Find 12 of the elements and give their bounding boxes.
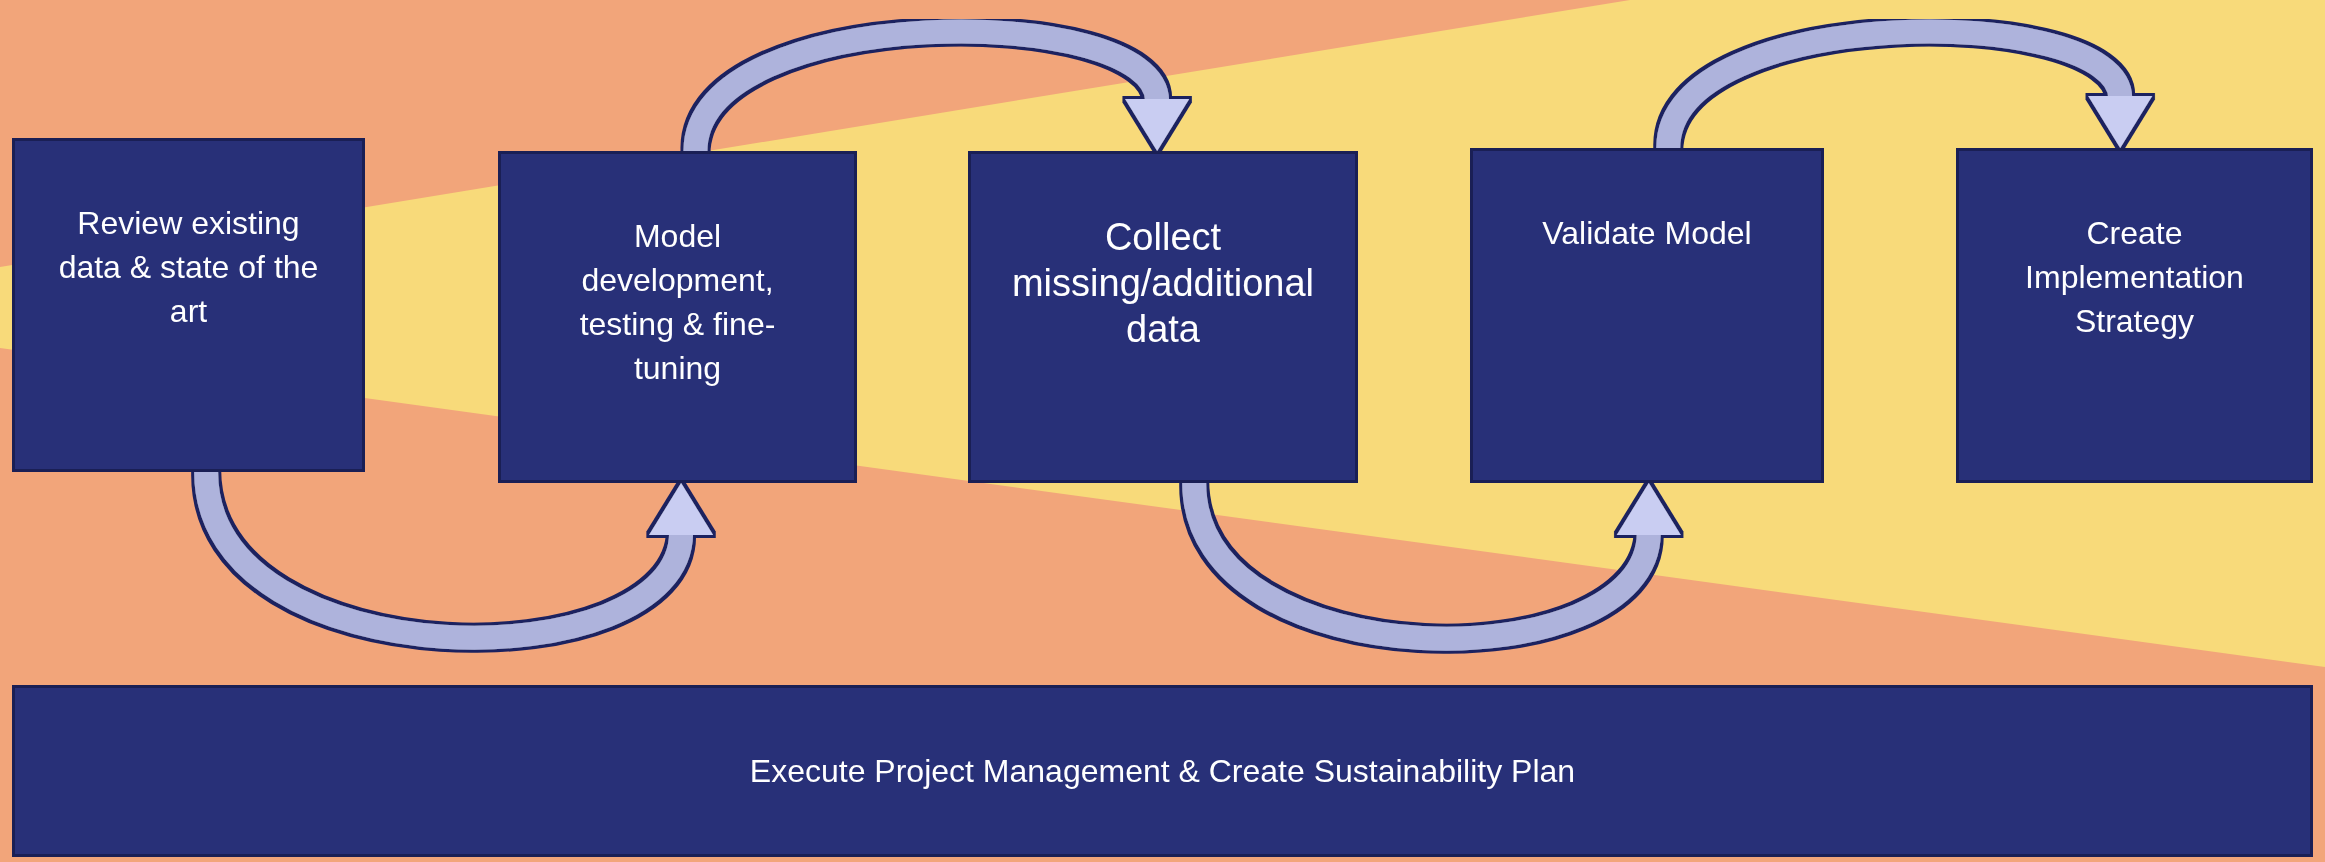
- process-box: [12, 685, 2313, 857]
- process-box: [1470, 148, 1824, 483]
- step-text: Execute Project Management & Create Sustainability Plan: [749, 752, 1576, 791]
- process-box: [12, 138, 365, 472]
- process-box: [498, 151, 857, 483]
- step-text: Collect missing/additional data: [1011, 215, 1315, 352]
- process-box: [1956, 148, 2313, 483]
- process-box: [968, 151, 1358, 483]
- step-text: Review existing data & state of the art: [57, 204, 320, 331]
- step-text: Validate Model: [1542, 214, 1752, 253]
- step-text: Create Implementation Strategy: [2024, 214, 2245, 341]
- step-text: Model development, testing & fine-tuning: [578, 217, 777, 388]
